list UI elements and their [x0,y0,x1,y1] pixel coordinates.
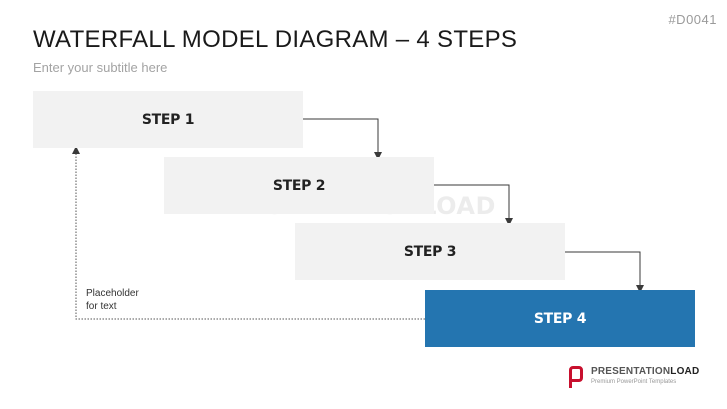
logo-stem-icon [569,380,572,388]
feedback-line-1: Placeholder [86,288,139,299]
step-3-label: STEP 3 [403,243,457,260]
connector-arrow-step1-step2 [302,118,382,160]
logo-name-part1: PRESENTATION [591,366,671,377]
connector-arrow-step2-step3 [433,184,513,226]
page-subtitle: Enter your subtitle here [33,60,168,75]
feedback-line-2: for text [86,301,117,312]
step-3-box: STEP 3 [295,223,565,280]
logo-name: PRESENTATIONLOAD [591,366,699,377]
step-1-box: STEP 1 [33,91,303,148]
step-1-label: STEP 1 [141,111,195,128]
step-2-label: STEP 2 [272,177,326,194]
logo-tagline: Premium PowerPoint Templates [591,379,677,385]
step-4-label: STEP 4 [533,310,587,327]
connector-arrow-step3-step4 [564,251,644,293]
slide-code: #D0041 [668,12,717,27]
feedback-placeholder-text: Placeholder for text [86,287,139,313]
feedback-arrow [72,146,425,320]
logo-name-part2: LOAD [670,366,700,377]
step-2-box: STEP 2 [164,157,434,214]
brand-logo: PRESENTATIONLOAD Premium PowerPoint Temp… [569,364,719,390]
page-title: WATERFALL MODEL DIAGRAM – 4 STEPS [33,26,518,53]
logo-mark-icon [569,366,583,382]
step-4-box: STEP 4 [425,290,695,347]
